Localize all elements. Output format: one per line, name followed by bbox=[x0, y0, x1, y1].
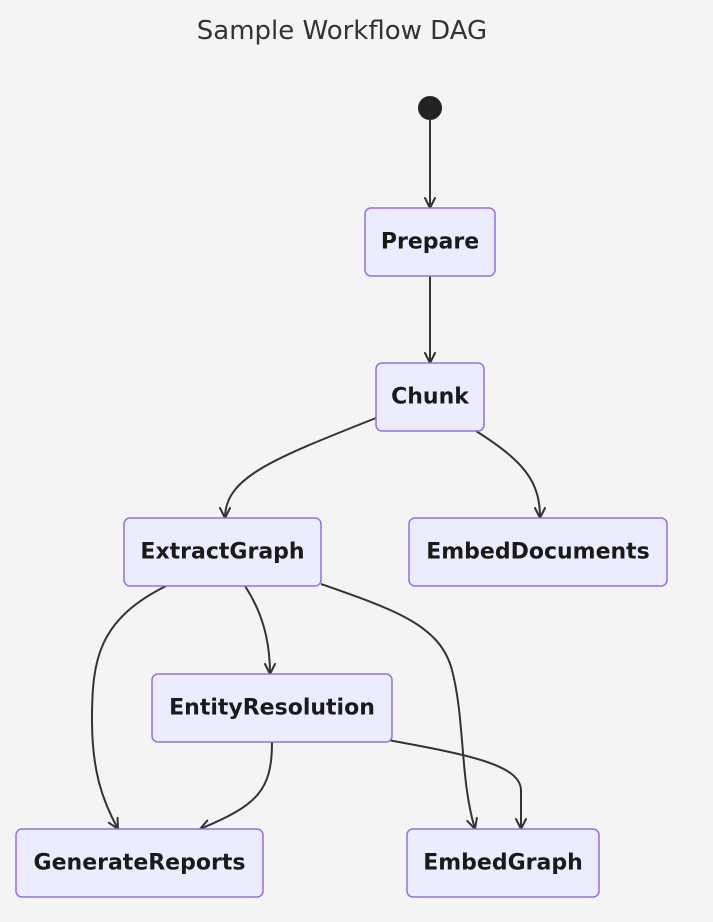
node-box-prepare bbox=[364, 207, 496, 277]
node-label-extract-graph: ExtractGraph bbox=[140, 540, 304, 565]
node-extract-graph: ExtractGraph bbox=[123, 517, 322, 587]
node-box-entity-resolution bbox=[151, 673, 393, 743]
node-box-extract-graph bbox=[123, 517, 322, 587]
node-label-embed-graph: EmbedGraph bbox=[423, 851, 583, 876]
edge-chunk-to-embed-documents bbox=[475, 430, 546, 519]
edge-entity-resolution-to-embed-graph bbox=[387, 739, 527, 830]
node-box-generate-reports bbox=[15, 828, 264, 898]
node-box-embed-documents bbox=[408, 517, 668, 587]
edge-extract-graph-to-embed-graph bbox=[320, 583, 478, 830]
node-entity-resolution: EntityResolution bbox=[151, 673, 393, 743]
diagram-title: Sample Workflow DAG bbox=[197, 16, 487, 46]
node-embed-graph: EmbedGraph bbox=[406, 828, 600, 898]
node-box-embed-graph bbox=[406, 828, 600, 898]
node-embed-documents: EmbedDocuments bbox=[408, 517, 668, 587]
node-generate-reports: GenerateReports bbox=[15, 828, 264, 898]
edge-entity-resolution-to-generate-reports bbox=[199, 741, 273, 831]
node-chunk: Chunk bbox=[375, 362, 485, 432]
edges-layer bbox=[90, 120, 546, 831]
edge-chunk-to-extract-graph bbox=[219, 417, 377, 519]
node-label-entity-resolution: EntityResolution bbox=[169, 696, 375, 721]
edge-extract-graph-to-generate-reports bbox=[90, 585, 167, 830]
start-marker bbox=[418, 96, 442, 120]
node-box-chunk bbox=[375, 362, 485, 432]
node-label-chunk: Chunk bbox=[391, 385, 470, 410]
node-label-prepare: Prepare bbox=[381, 230, 479, 255]
node-label-embed-documents: EmbedDocuments bbox=[426, 540, 650, 565]
node-prepare: Prepare bbox=[364, 207, 496, 277]
node-label-generate-reports: GenerateReports bbox=[34, 851, 246, 876]
edge-extract-graph-to-entity-resolution bbox=[244, 585, 276, 675]
